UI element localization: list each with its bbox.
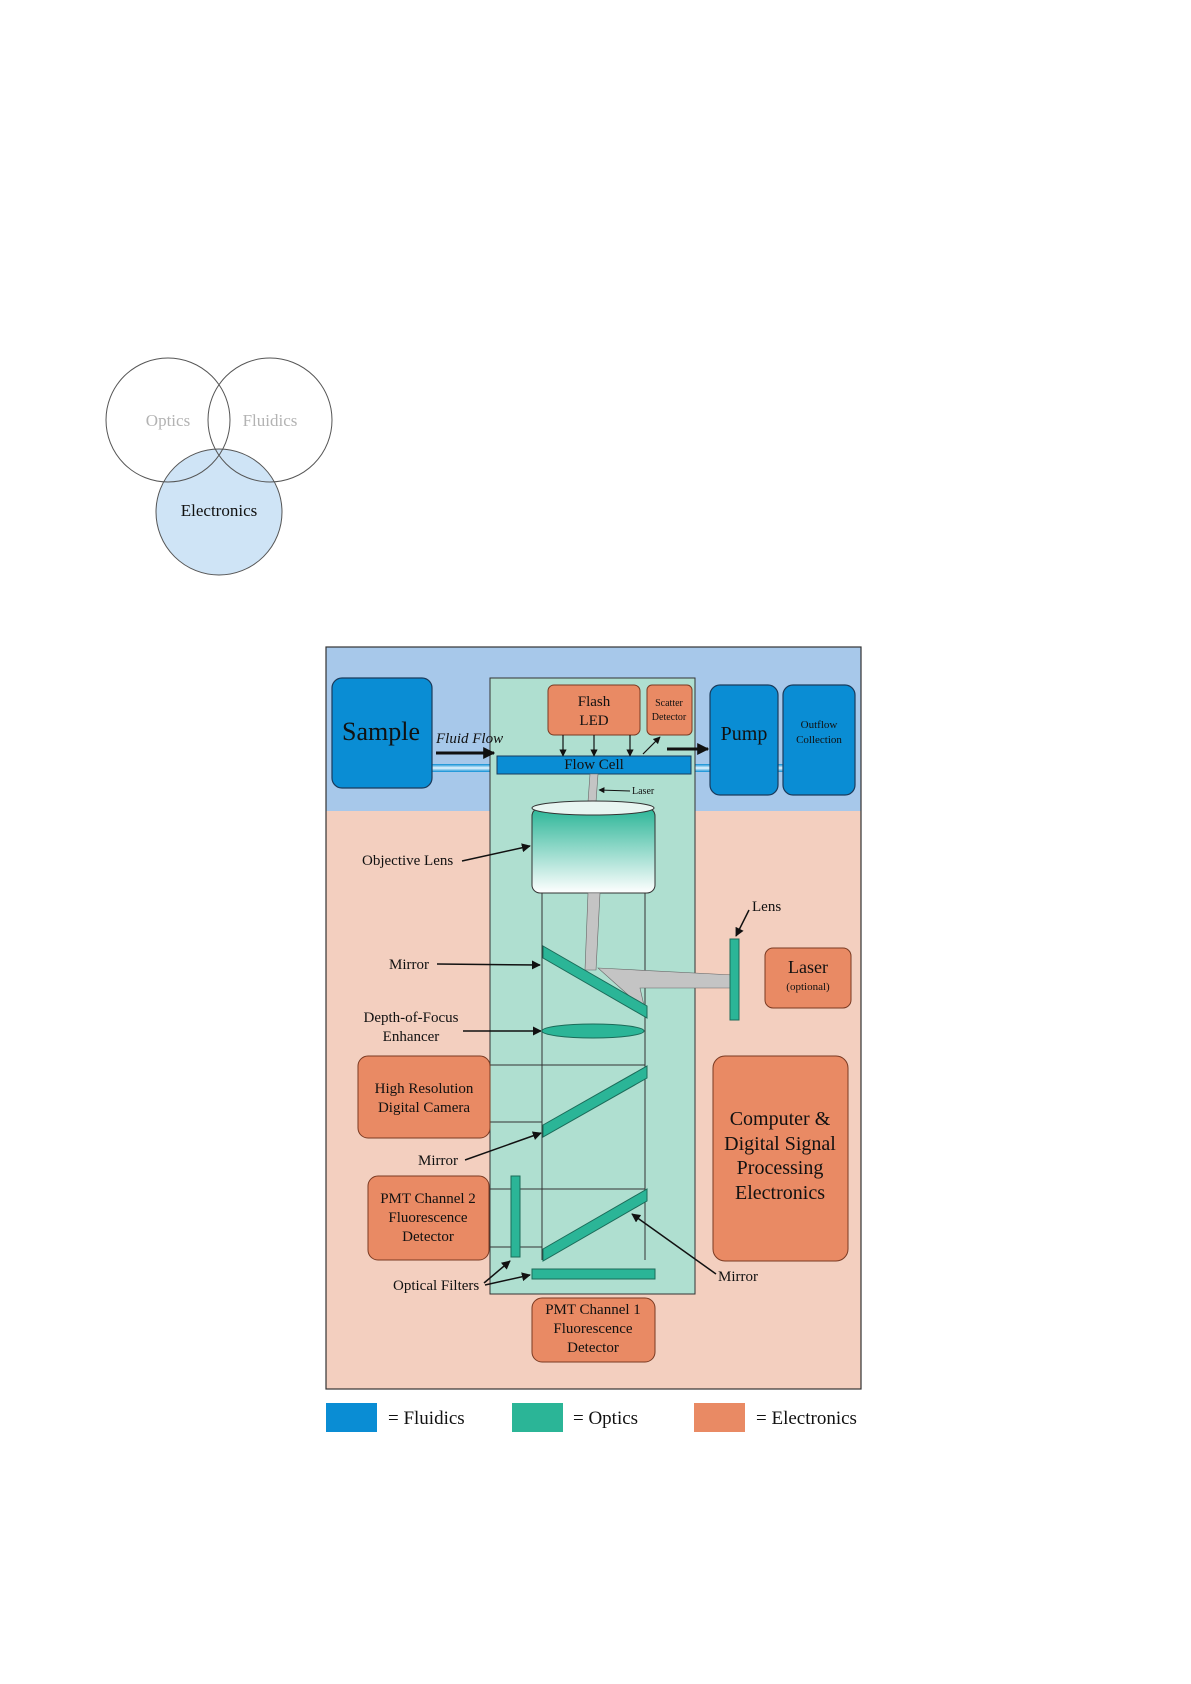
camera-box bbox=[357, 1055, 491, 1139]
mirror-1-arrow bbox=[436, 960, 541, 970]
mirror-3-label: Mirror bbox=[718, 1269, 758, 1285]
venn-circle-electronics bbox=[155, 448, 283, 576]
mirror-2-arrow bbox=[464, 1131, 542, 1161]
laser-beam-arrow bbox=[598, 787, 631, 794]
computer-line4: Electronics bbox=[735, 1182, 825, 1204]
optical-filter-pmt1 bbox=[531, 1268, 656, 1280]
depth-of-focus-enhancer bbox=[541, 1023, 645, 1039]
laser-beam-label: Laser bbox=[632, 786, 655, 797]
sample-label: Sample bbox=[342, 717, 420, 746]
optical-filter-pmt2 bbox=[510, 1175, 521, 1258]
pump-label: Pump bbox=[721, 723, 768, 745]
mirror-2-label: Mirror bbox=[418, 1153, 458, 1169]
diagram-border bbox=[325, 646, 862, 1390]
objective-lens-arrow bbox=[461, 843, 531, 862]
venn-diagram: Optics Fluidics Electronics bbox=[105, 357, 333, 576]
mirror-1 bbox=[542, 945, 648, 1019]
mirror-1-label: Mirror bbox=[389, 957, 429, 973]
pmt1-box bbox=[531, 1297, 656, 1363]
objective-lens-label: Objective Lens bbox=[362, 853, 453, 869]
legend-label-fluidics: = Fluidics bbox=[388, 1408, 465, 1429]
pmt1-line2: Fluorescence bbox=[553, 1321, 632, 1337]
laser-box-label: Laser bbox=[788, 957, 828, 977]
objective-lens bbox=[531, 807, 656, 894]
dof-label-line1: Depth-of-Focus bbox=[364, 1010, 459, 1026]
legend-swatch-optics bbox=[512, 1403, 563, 1432]
fluid-flow-label: Fluid Flow bbox=[435, 731, 503, 747]
outflow-line1: Outflow bbox=[801, 719, 838, 731]
legend-label-electronics: = Electronics bbox=[756, 1408, 857, 1429]
pmt2-box bbox=[367, 1175, 490, 1261]
computer-line1: Computer & bbox=[730, 1108, 831, 1130]
venn-label-electronics: Electronics bbox=[181, 501, 257, 520]
computer-line2: Digital Signal bbox=[724, 1133, 836, 1155]
scatter-line2: Detector bbox=[652, 712, 687, 723]
pmt2-line2: Fluorescence bbox=[388, 1210, 467, 1226]
sample-box bbox=[331, 677, 433, 789]
computer-box bbox=[712, 1055, 849, 1262]
legend: = Fluidics = Optics = Electronics bbox=[326, 1403, 857, 1432]
venn-label-fluidics: Fluidics bbox=[243, 411, 298, 430]
objective-lens-top bbox=[531, 800, 655, 816]
outflow-box bbox=[782, 684, 856, 796]
mirror-3 bbox=[542, 1188, 648, 1262]
lens-label: Lens bbox=[752, 899, 781, 915]
lens-arrow bbox=[735, 909, 750, 937]
flow-cell-label: Flow Cell bbox=[564, 757, 624, 773]
optical-filters-arrow-2 bbox=[484, 1272, 531, 1286]
venn-label-optics: Optics bbox=[146, 411, 190, 430]
pmt1-line1: PMT Channel 1 bbox=[545, 1302, 641, 1318]
pmt2-line1: PMT Channel 2 bbox=[380, 1191, 476, 1207]
lens-element bbox=[729, 938, 740, 1021]
legend-swatch-electronics bbox=[694, 1403, 745, 1432]
venn-circle-fluidics bbox=[207, 357, 333, 483]
dof-label-line2: Enhancer bbox=[383, 1029, 440, 1045]
laser-beam-vertical bbox=[587, 773, 599, 803]
camera-line1: High Resolution bbox=[375, 1081, 474, 1097]
outflow-line2: Collection bbox=[796, 734, 842, 746]
scatter-arrow bbox=[642, 736, 661, 755]
optical-filters-label: Optical Filters bbox=[393, 1278, 479, 1294]
mirror-3-arrow bbox=[631, 1213, 717, 1275]
venn-circle-optics bbox=[105, 357, 231, 483]
pump-box bbox=[709, 684, 779, 796]
laser-optional-box bbox=[764, 947, 852, 1009]
flash-led-line1: Flash bbox=[578, 694, 611, 710]
laser-optional-label: (optional) bbox=[786, 981, 830, 993]
camera-line2: Digital Camera bbox=[378, 1100, 470, 1116]
pmt2-line3: Detector bbox=[402, 1229, 454, 1245]
imaging-beam bbox=[584, 892, 601, 971]
flash-led-line2: LED bbox=[579, 713, 608, 729]
pmt1-line3: Detector bbox=[567, 1340, 619, 1356]
scatter-line1: Scatter bbox=[655, 698, 683, 709]
optical-filters-arrow-1 bbox=[483, 1260, 511, 1284]
legend-label-optics: = Optics bbox=[573, 1408, 638, 1429]
legend-swatch-fluidics bbox=[326, 1403, 377, 1432]
mirror-2 bbox=[542, 1065, 648, 1138]
scatter-detector-box bbox=[646, 684, 693, 736]
computer-line3: Processing bbox=[737, 1157, 824, 1179]
